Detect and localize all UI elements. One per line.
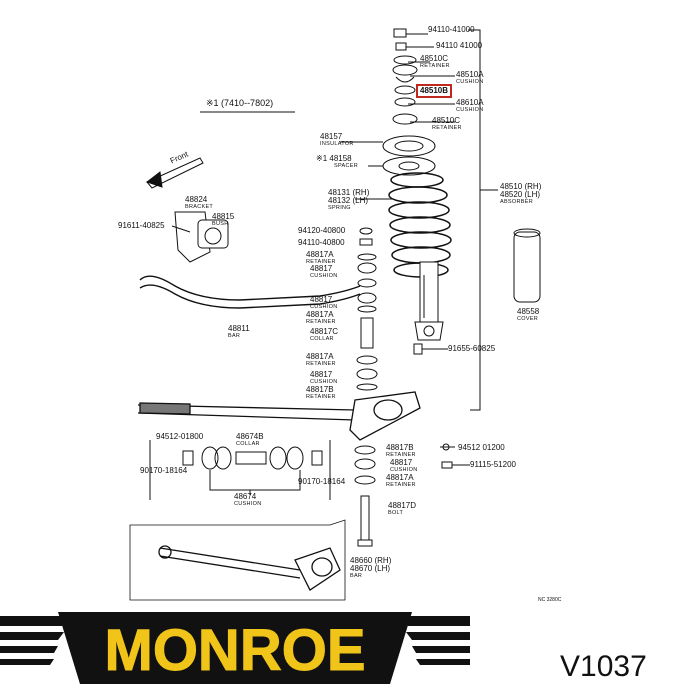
part-label: 90170-18164: [298, 477, 346, 486]
part-label: 94120-40800: [298, 226, 346, 235]
part-label: 94512 01200: [458, 443, 505, 452]
diagram-drawing: [129, 28, 541, 601]
part-label: 48510 (RH)48520 (LH)ABSORBER: [500, 182, 542, 206]
top-retainers-cushions: [392, 55, 418, 125]
figure-code: NC 3280C: [538, 597, 562, 603]
part-label: 90170-18164: [140, 466, 188, 475]
highlighted-part-label: 48510B: [416, 84, 453, 98]
lateral-control-rod: [137, 391, 421, 441]
variant-note-underline: [200, 111, 295, 113]
part-label: 48660 (RH)48670 (LH)BAR: [350, 556, 392, 580]
shock-absorber: [413, 261, 444, 355]
stabilizer-bar: [139, 275, 361, 309]
part-label: 94110 41000: [436, 41, 483, 50]
part-label: 91115-51200: [470, 460, 516, 469]
brand-name: MONROE: [105, 618, 366, 683]
insulator: [382, 135, 436, 176]
lower-arm-assembly: [129, 519, 346, 601]
part-label: 94110-40800: [298, 238, 345, 247]
part-label: 94110-41000: [428, 25, 475, 34]
top-nut: [393, 28, 407, 51]
absorber-bracket-line: [468, 29, 481, 411]
part-label: 94512-01800: [156, 432, 204, 441]
part-label: 48131 (RH)48132 (LH)SPRING: [328, 188, 370, 212]
front-arrow-icon: [145, 157, 204, 189]
bracket-bush: [174, 211, 229, 263]
coil-spring: [388, 172, 452, 278]
part-label: 91655-60825: [448, 344, 496, 353]
monroe-logo: MONROE: [0, 612, 470, 684]
dust-cover: [513, 228, 541, 303]
part-label: 91611-40825: [118, 221, 165, 230]
link-stack-lower: [356, 355, 378, 391]
lower-link-stack: [354, 445, 376, 547]
part-code: V1037: [560, 650, 647, 683]
bushing-row: [182, 446, 323, 470]
variant-note: ※1 (7410--7802): [206, 98, 274, 108]
link-stack-upper: [357, 227, 377, 349]
